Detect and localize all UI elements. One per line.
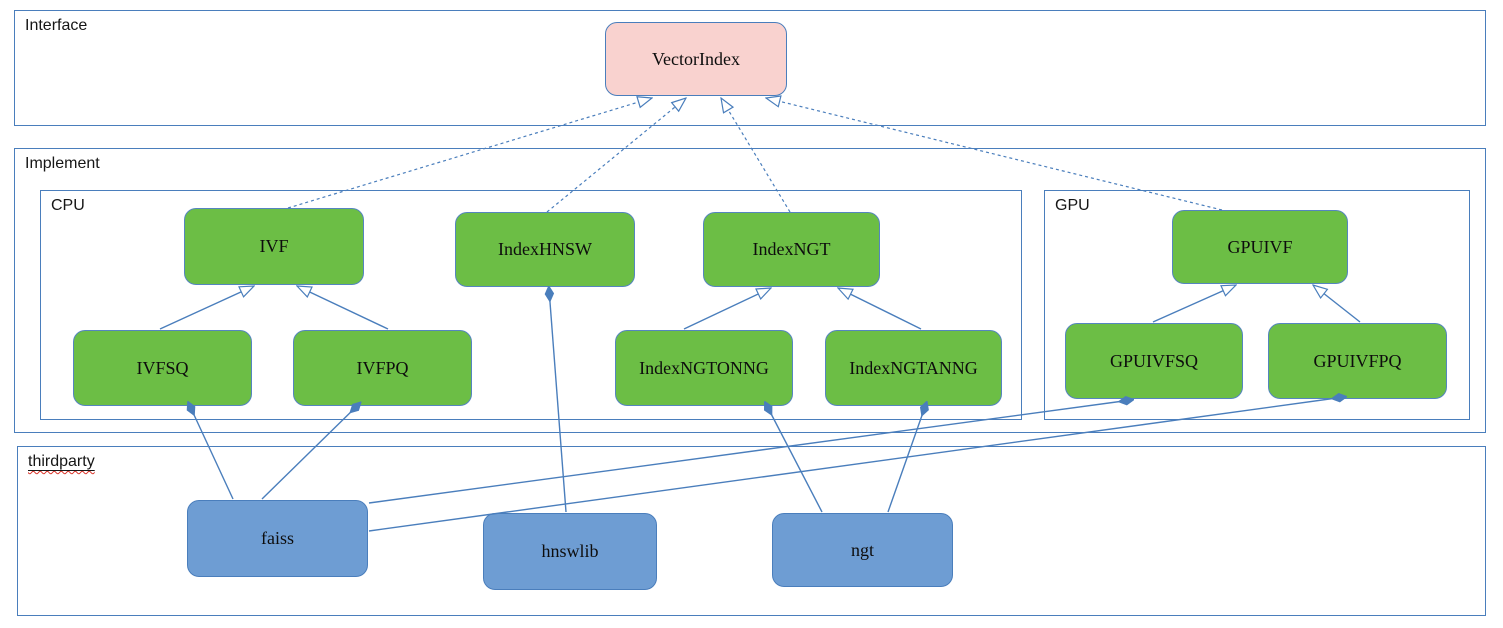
section-cpu-label: CPU [51,197,85,214]
section-interface-label: Interface [25,17,88,34]
node-indexngtanng[interactable]: IndexNGTANNG [825,330,1002,406]
node-ivf[interactable]: IVF [184,208,364,285]
node-indexhnsw-label: IndexHNSW [498,239,592,259]
node-gpuivfsq[interactable]: GPUIVFSQ [1065,323,1243,399]
node-indexngtanng-label: IndexNGTANNG [849,357,978,378]
node-faiss[interactable]: faiss [187,500,368,577]
node-faiss-label: faiss [261,528,294,548]
node-hnswlib[interactable]: hnswlib [483,513,657,590]
node-ngt-label: ngt [850,539,874,560]
node-gpuivf-label: GPUIVF [1227,236,1293,257]
node-hnswlib-label: hnswlib [541,541,599,561]
section-gpu-label: GPU [1055,197,1090,214]
node-ngt[interactable]: ngt [772,513,953,587]
node-indexngt[interactable]: IndexNGT [703,212,880,287]
node-ivfpq[interactable]: IVFPQ [293,330,472,406]
node-indexngtonng[interactable]: IndexNGTONNG [615,330,793,406]
node-gpuivfpq[interactable]: GPUIVFPQ [1268,323,1447,399]
section-implement-label: Implement [25,155,100,172]
node-indexngtonng-label: IndexNGTONNG [639,357,769,378]
node-vectorindex-label: VectorIndex [652,48,740,69]
node-gpuivfsq-label: GPUIVFSQ [1109,350,1199,371]
node-ivfpq-label: IVFPQ [356,357,409,378]
node-ivfsq-label: IVFSQ [136,357,189,378]
node-indexhnsw[interactable]: IndexHNSW [455,212,635,287]
node-vectorindex[interactable]: VectorIndex [605,22,787,96]
node-ivf-label: IVF [259,236,289,256]
section-thirdparty-label: thirdparty [28,453,95,470]
node-indexngt-label: IndexNGT [752,239,831,259]
node-gpuivf[interactable]: GPUIVF [1172,210,1348,284]
node-gpuivfpq-label: GPUIVFPQ [1313,350,1402,371]
node-ivfsq[interactable]: IVFSQ [73,330,252,406]
